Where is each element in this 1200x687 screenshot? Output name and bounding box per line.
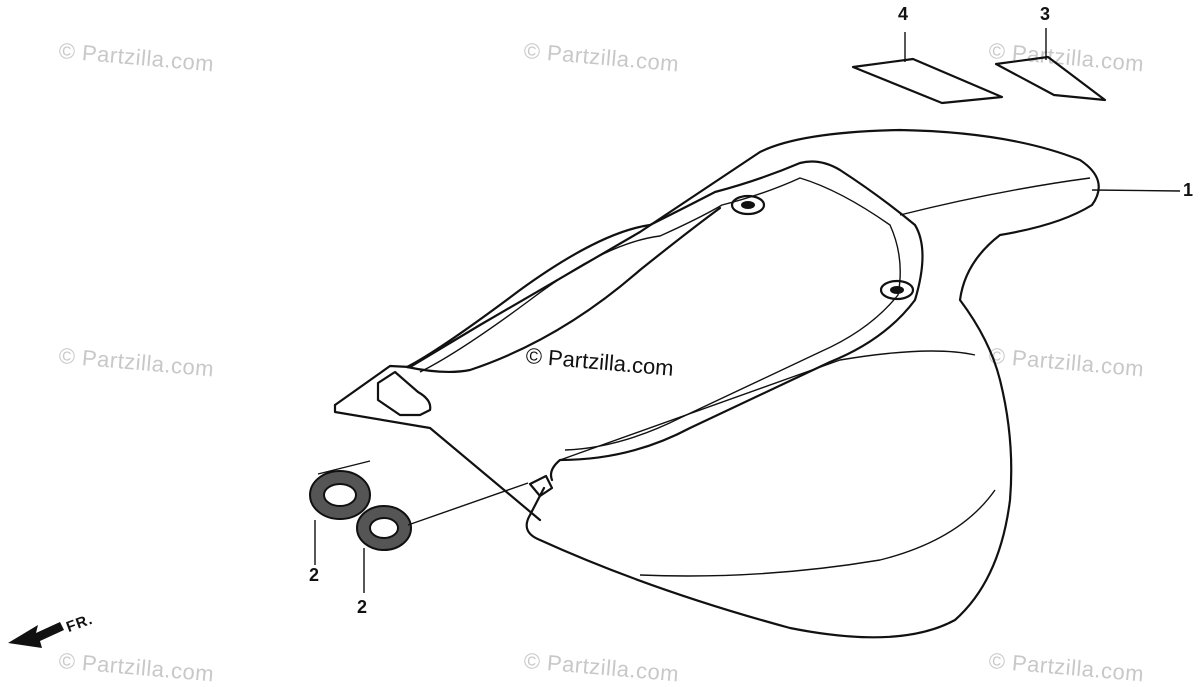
part-3-decal: [994, 28, 1107, 102]
part-1-rear-cowl: [333, 128, 1181, 639]
parts-diagram: © Partzilla.com © Partzilla.com © Partzi…: [8, 4, 1194, 686]
part-2-grommet-b: [356, 482, 529, 593]
part-2-grommet-a: [309, 460, 371, 565]
callout-4: 4: [898, 4, 909, 24]
callout-2: 2: [309, 565, 320, 585]
part-4-decal: [851, 32, 1004, 105]
callout-2: 2: [357, 597, 368, 617]
front-direction-arrow-icon: [8, 622, 64, 648]
callout-3: 3: [1040, 4, 1051, 24]
diagram-drawing: [8, 28, 1181, 648]
callout-1: 1: [1183, 180, 1194, 200]
